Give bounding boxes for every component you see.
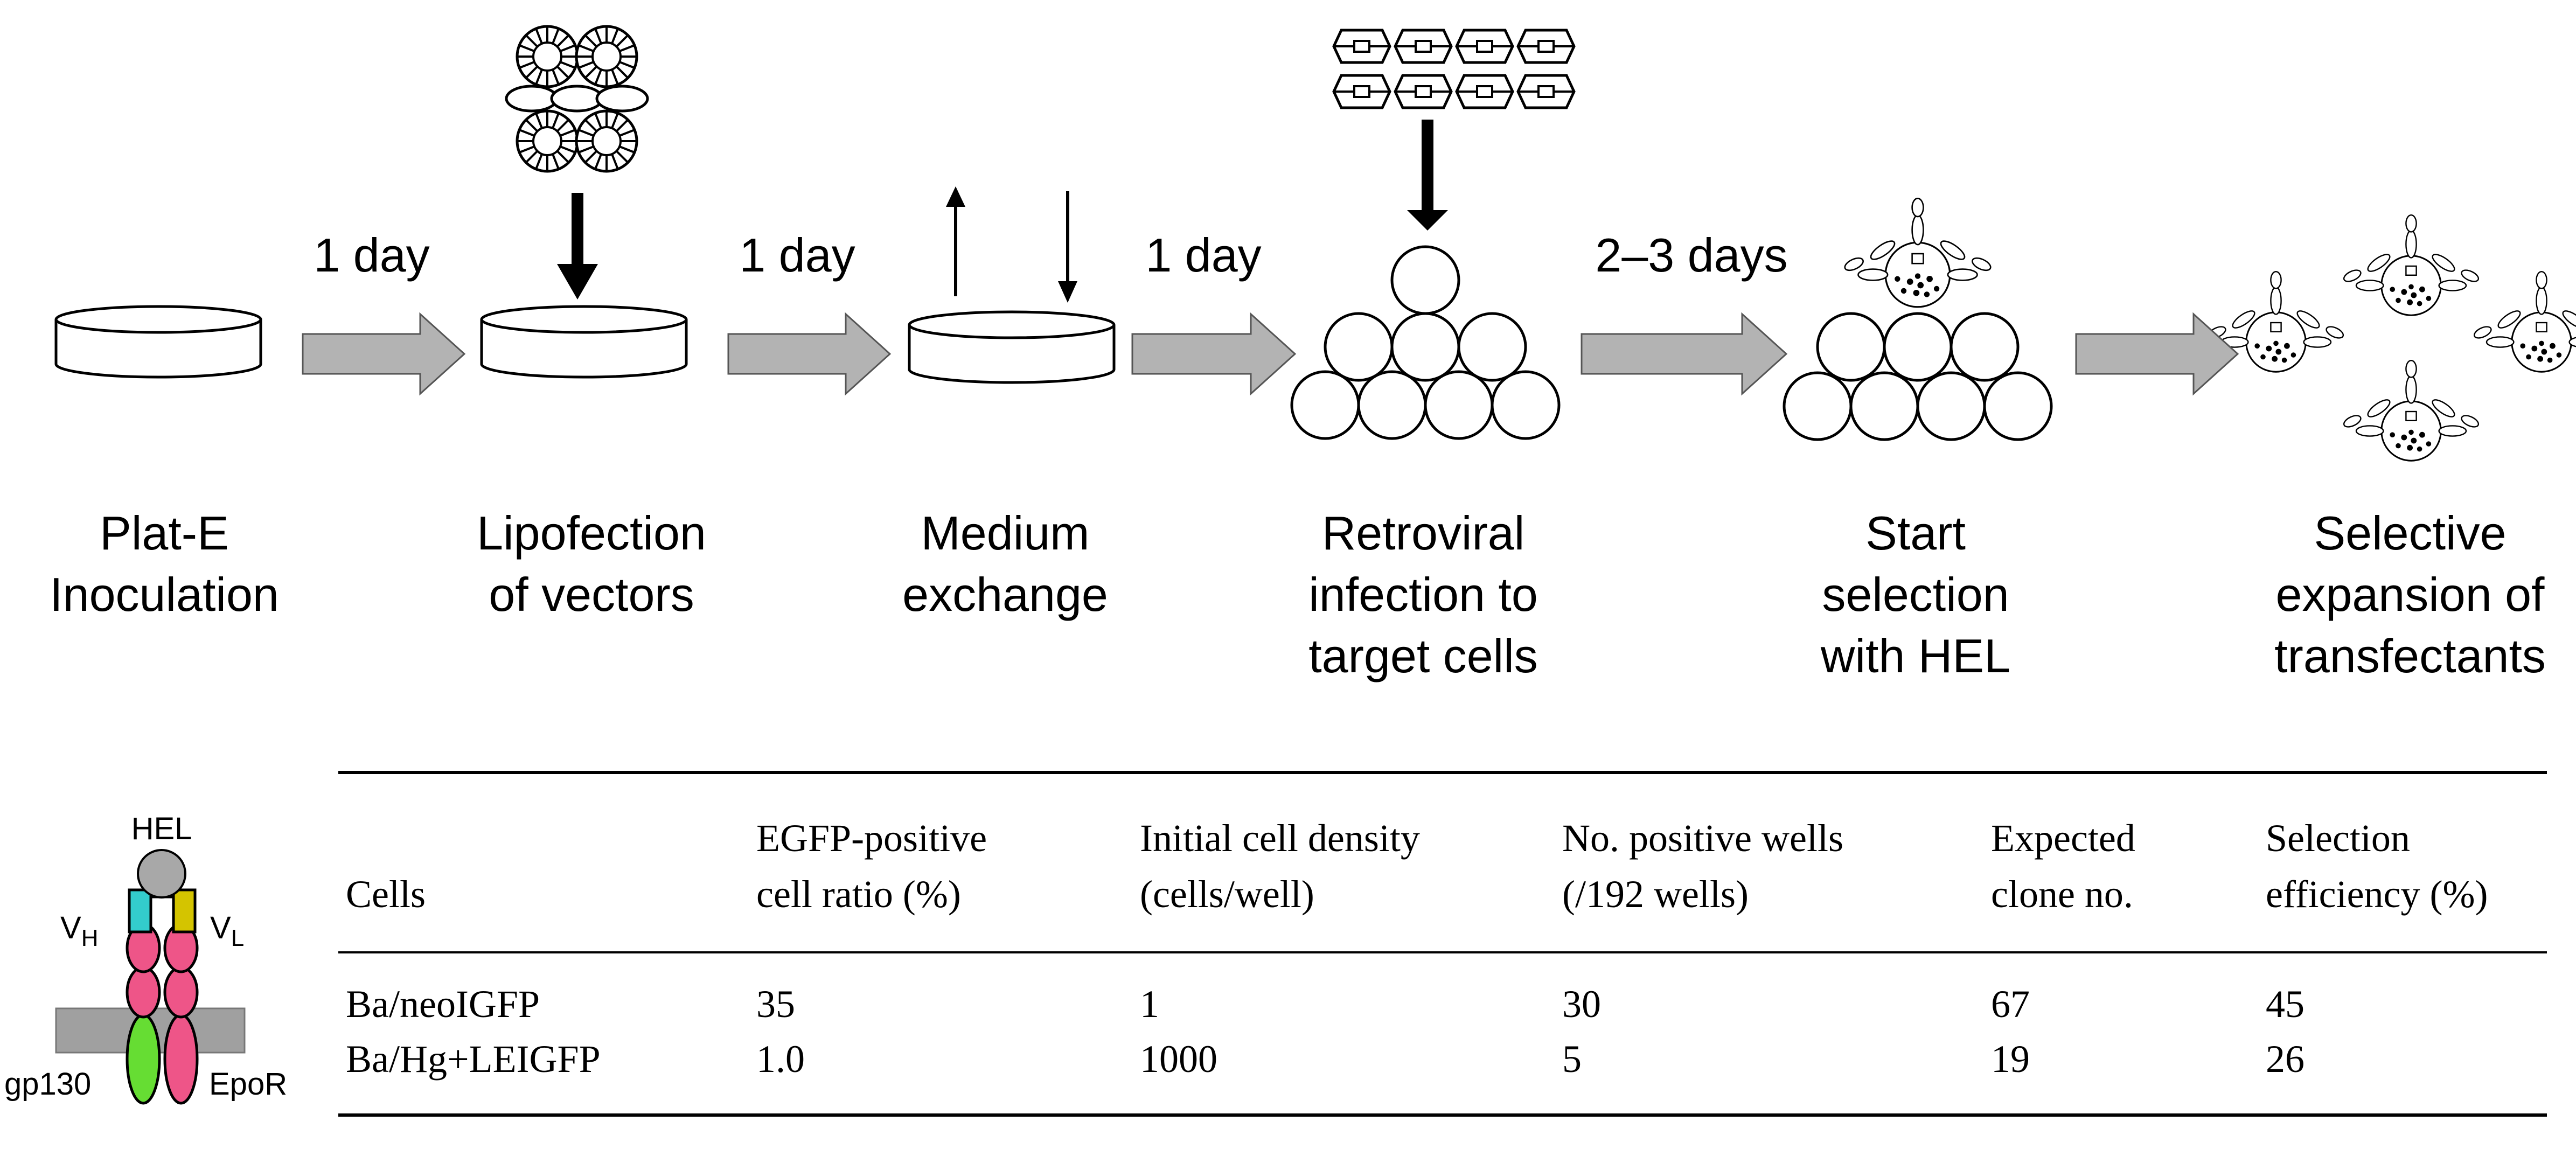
header-selection-efficiency: efficiency (%)	[2266, 873, 2488, 916]
table-cell: Ba/Hg+LEIGFP	[346, 1037, 601, 1081]
table-cell: 26	[2266, 1037, 2305, 1081]
step-caption-line: expansion of	[2275, 568, 2545, 621]
vl-domain	[172, 888, 197, 934]
vl-letter: V	[210, 910, 231, 945]
epor-chain	[163, 1013, 199, 1105]
table-row: Ba/neoIGFP 35 1 30 67 45	[346, 983, 2305, 1026]
step-caption-line: target cells	[1308, 629, 1538, 683]
table-header: Cells EGFP-positive cell ratio (%) Initi…	[346, 817, 2488, 916]
step-caption-line: Start	[1865, 506, 1966, 560]
duration-label: 2–3 days	[1595, 228, 1787, 282]
step-caption-line: exchange	[902, 568, 1108, 621]
flow-arrow-icon	[302, 312, 2239, 396]
gp130-label: gp130	[4, 1067, 91, 1102]
duration-label: 1 day	[739, 228, 855, 282]
step-caption: Start selection with HEL	[1820, 506, 2010, 683]
step-caption-line: transfectants	[2274, 629, 2546, 683]
vl-label: VL	[210, 910, 244, 951]
step-caption: Selective expansion of transfectants	[2274, 506, 2546, 683]
vh-domain	[128, 888, 152, 934]
step-caption-line: Plat-E	[100, 506, 229, 560]
step-caption: Retroviral infection to target cells	[1308, 506, 1538, 683]
table-cell: 67	[1991, 983, 2030, 1026]
medium-in-arrow-icon	[1058, 191, 1077, 303]
table-cell: 19	[1991, 1037, 2030, 1081]
vh-subscript: H	[81, 925, 99, 951]
header-positive-wells: (/192 wells)	[1562, 873, 1749, 916]
table-cell: 35	[756, 983, 795, 1026]
table-cell: 30	[1562, 983, 1601, 1026]
vl-subscript: L	[231, 925, 244, 951]
vh-letter: V	[60, 910, 81, 945]
receptor-schematic: HEL VH VL gp130 EpoR	[4, 811, 287, 1105]
dish-icon	[54, 305, 262, 379]
cell-icon	[1290, 245, 1561, 440]
table-cell: 5	[1562, 1037, 1582, 1081]
medium-out-arrow-icon	[946, 186, 965, 296]
receptor-cell-icon	[1842, 197, 1994, 308]
duration-label: 1 day	[1145, 228, 1261, 282]
arrow-down-icon	[557, 193, 598, 300]
table-cell: 1.0	[756, 1037, 805, 1081]
step-caption-line: with HEL	[1820, 629, 2010, 683]
results-table: Cells EGFP-positive cell ratio (%) Initi…	[338, 771, 2547, 1117]
step-caption-line: Lipofection	[477, 506, 706, 560]
epor-label: EpoR	[209, 1067, 287, 1102]
table-cell: 1000	[1140, 1037, 1217, 1081]
gp130-chain	[126, 1013, 161, 1105]
step-caption: Lipofection of vectors	[477, 506, 706, 621]
step-caption-line: selection	[1822, 568, 2009, 621]
header-expected-clone: Expected	[1991, 817, 2135, 860]
step-caption-line: Retroviral	[1322, 506, 1525, 560]
step-caption-line: Medium	[921, 506, 1090, 560]
header-density: Initial cell density	[1140, 817, 1420, 860]
cell-icon	[1783, 312, 2053, 441]
step-caption-line: of vectors	[489, 568, 694, 621]
dish-icon	[908, 310, 1116, 384]
receptor-cell-icon	[2206, 214, 2576, 462]
plasmid-icon	[505, 26, 649, 171]
table-cell: 1	[1140, 983, 1159, 1026]
dish-icon	[480, 305, 688, 379]
header-egfp-ratio: cell ratio (%)	[756, 873, 961, 916]
step-caption: Plat-E Inoculation	[50, 506, 279, 621]
header-positive-wells: No. positive wells	[1562, 817, 1843, 860]
header-selection-efficiency: Selection	[2266, 817, 2410, 860]
table-cell: 45	[2266, 983, 2305, 1026]
header-density: (cells/well)	[1140, 873, 1314, 916]
hel-label: HEL	[131, 811, 192, 846]
header-egfp-ratio: EGFP-positive	[756, 817, 987, 860]
header-cells: Cells	[346, 873, 426, 916]
arrow-down-icon	[1407, 120, 1448, 231]
step-caption: Medium exchange	[902, 506, 1108, 621]
step-caption-line: Inoculation	[50, 568, 279, 621]
vh-label: VH	[60, 910, 98, 951]
step-caption-line: infection to	[1308, 568, 1538, 621]
table-cell: Ba/neoIGFP	[346, 983, 540, 1026]
virus-icon	[1334, 30, 1574, 108]
table-row: Ba/Hg+LEIGFP 1.0 1000 5 19 26	[346, 1037, 2305, 1081]
duration-label: 1 day	[314, 228, 429, 282]
header-expected-clone: clone no.	[1991, 873, 2133, 916]
hel-ligand	[137, 849, 186, 899]
step-caption-line: Selective	[2314, 506, 2506, 560]
